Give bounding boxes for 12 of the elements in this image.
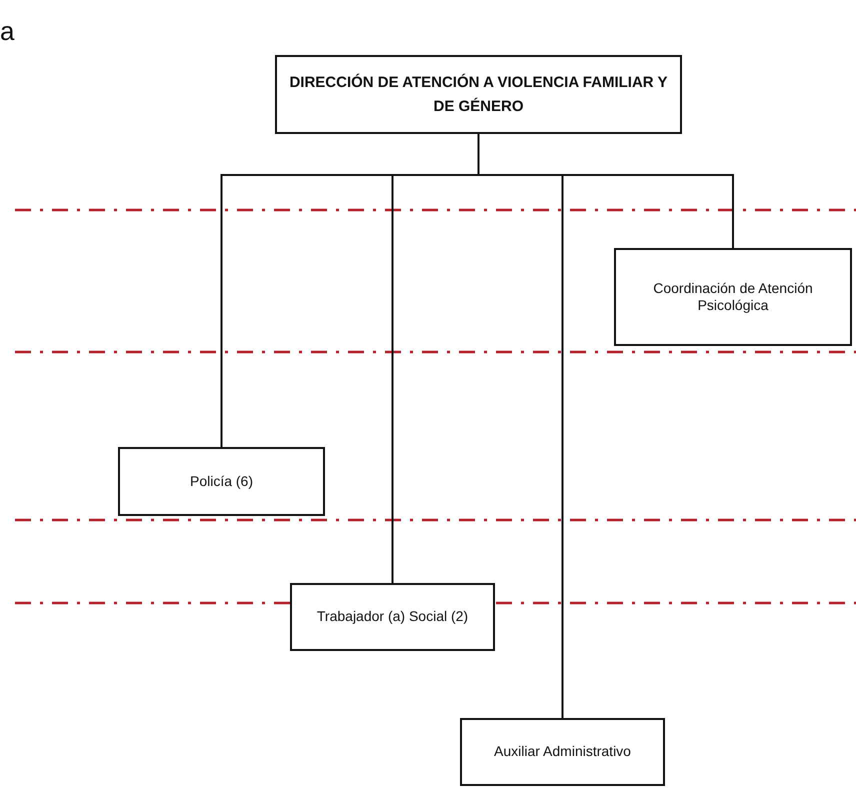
text-fragment: a — [0, 16, 14, 47]
box-text: DIRECCIÓN DE ATENCIÓN A VIOLENCIA FAMILIAR Y DE GÉNERO — [288, 72, 669, 116]
box-text: Auxiliar Administrativo — [493, 743, 632, 761]
org-box — [290, 583, 495, 651]
connector-line — [478, 134, 734, 248]
org-box — [460, 718, 665, 786]
org-box — [118, 447, 325, 516]
box-text: Trabajador (a) Social (2) — [316, 608, 470, 626]
box-text: Coordinación de Atención Psicológica — [652, 280, 814, 314]
org-box — [614, 248, 852, 346]
org-box — [275, 55, 682, 134]
box-text: Policía (6) — [188, 472, 254, 490]
